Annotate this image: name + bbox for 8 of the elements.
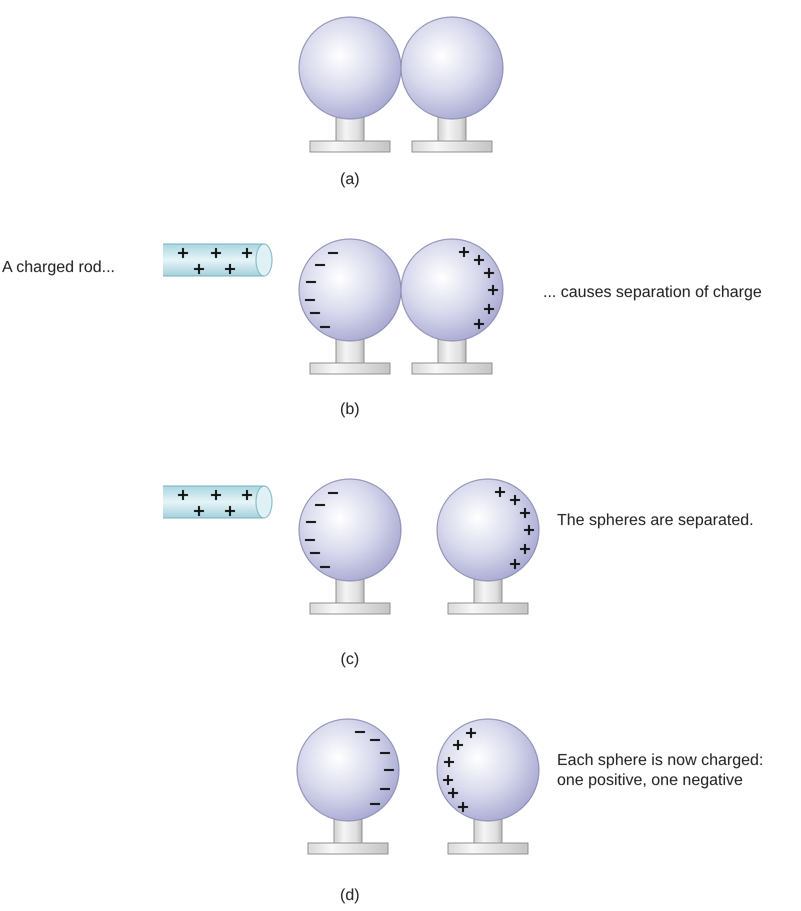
caption-text: The spheres are separated. xyxy=(557,511,754,531)
panel-label: (c) xyxy=(340,650,360,670)
caption-text: ... causes separation of charge xyxy=(543,283,762,303)
caption-text: A charged rod... xyxy=(2,258,115,278)
panel-label: (b) xyxy=(340,400,360,420)
caption-text: Each sphere is now charged: one positive, one negative xyxy=(557,751,764,791)
panel-label: (a) xyxy=(340,170,360,190)
panel-label: (d) xyxy=(340,886,360,906)
